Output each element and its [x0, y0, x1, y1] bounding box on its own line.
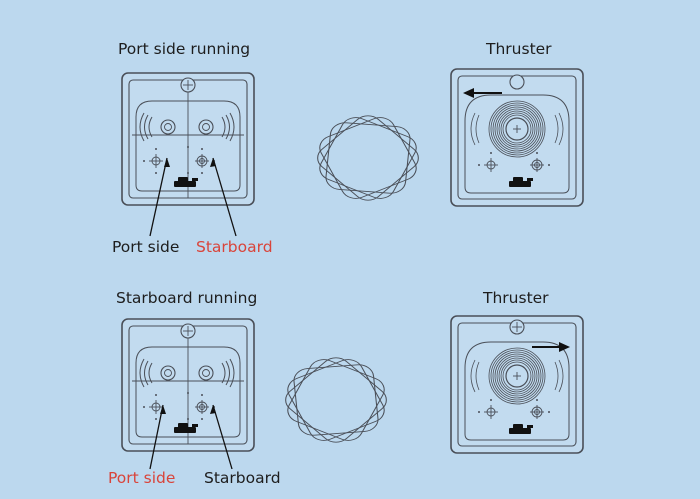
- top-left-title: Port side running: [118, 40, 251, 58]
- arrow-right-icon: [532, 342, 570, 352]
- bottom-thruster-panel: [450, 315, 584, 454]
- bottom-port-side-label: Port side: [108, 469, 176, 487]
- top-port-side-label: Port side: [112, 238, 180, 256]
- top-right-title: Thruster: [486, 40, 552, 58]
- top-starboard-label: Starboard: [196, 238, 273, 256]
- bottom-right-title: Thruster: [483, 289, 549, 307]
- arrow-left-icon: [463, 88, 502, 98]
- top-rotation-shapes: [303, 103, 433, 213]
- bottom-rotation-shapes: [271, 345, 401, 455]
- bottom-starboard-label: Starboard: [204, 469, 281, 487]
- crosshair-icon: [509, 319, 525, 335]
- crosshair-icon: [509, 74, 525, 90]
- top-port-panel: [121, 72, 255, 206]
- bottom-starboard-panel: [121, 318, 255, 452]
- bottom-left-title: Starboard running: [116, 289, 258, 307]
